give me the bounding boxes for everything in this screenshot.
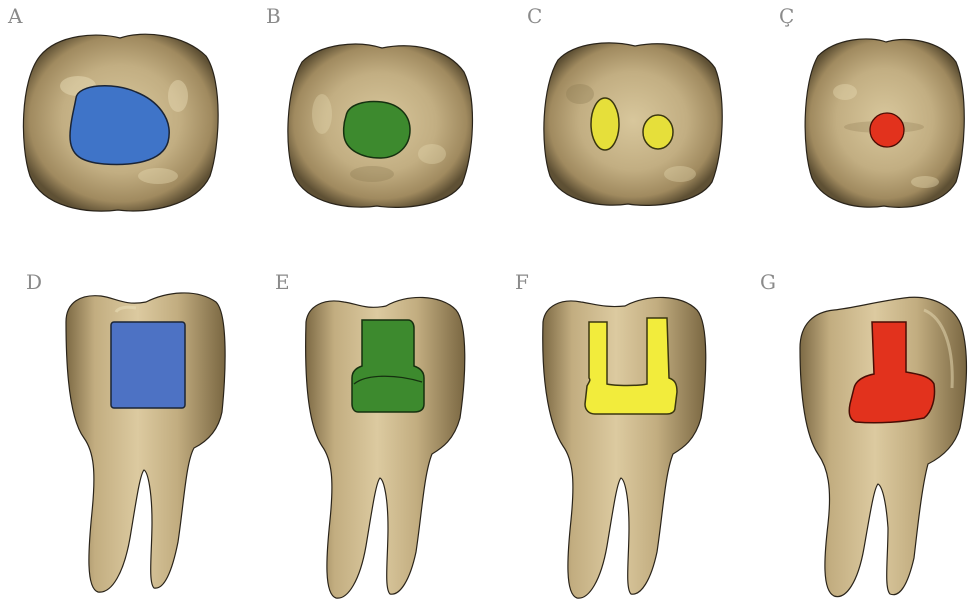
panel-label-c-cedilla: Ç [779, 6, 794, 26]
tooth-side-f [535, 288, 715, 600]
panel-label-b: B [266, 6, 281, 26]
tooth-occlusal-a [18, 26, 223, 216]
panel-label-g: G [760, 272, 776, 292]
pulp-outline-green [352, 320, 424, 412]
access-outline-green [344, 102, 410, 158]
tooth-occlusal-c [540, 34, 725, 210]
canal-outline-yellow-1 [591, 98, 619, 150]
tooth-side-e [296, 288, 476, 600]
panel-label-d: D [26, 272, 42, 292]
tooth-occlusal-c-cedilla [800, 32, 968, 212]
panel-label-c: C [527, 6, 542, 26]
tooth-occlusal-b [282, 34, 477, 214]
tooth-side-d [56, 282, 236, 597]
access-dot-red [870, 113, 904, 147]
panel-label-e: E [275, 272, 290, 292]
canal-outline-yellow-2 [643, 115, 673, 149]
tooth-side-g [794, 288, 972, 600]
panel-label-a: A [8, 6, 22, 26]
panel-label-f: F [515, 272, 529, 292]
access-outline-blue-side [111, 322, 185, 408]
